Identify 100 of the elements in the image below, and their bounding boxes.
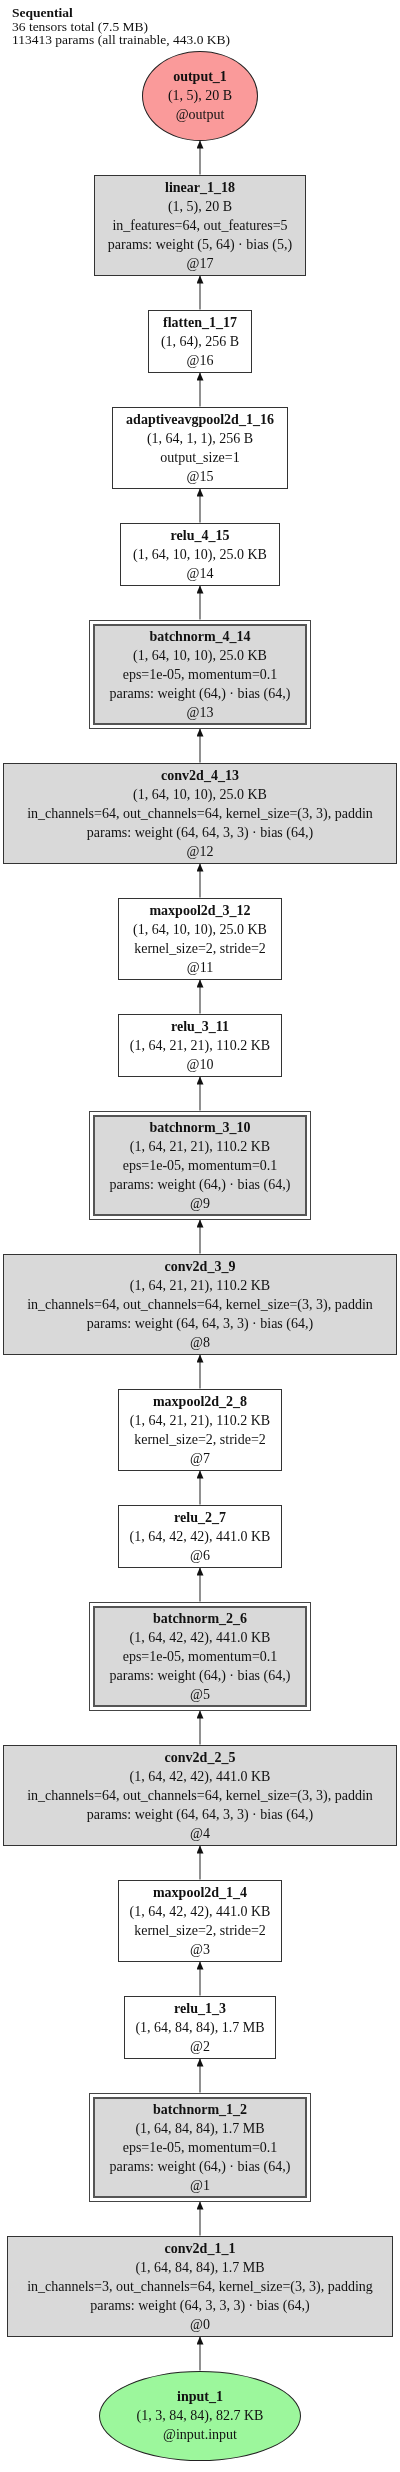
- layer-index: @12: [186, 842, 214, 861]
- layer-config-text: in_channels=64, out_channels=64, kernel_size=(3, 3), paddin: [27, 1295, 373, 1314]
- layer-config-text: output_size=1: [160, 448, 240, 467]
- layer-name: adaptiveavgpool2d_1_16: [126, 410, 274, 429]
- double-bordered-box: [89, 1110, 311, 1220]
- layer-name: maxpool2d_1_4: [152, 1883, 248, 1902]
- layer-name: relu_4_15: [170, 526, 230, 545]
- tensor-size-label: (1, 64, 10, 10), 25.0 KB: [133, 646, 267, 665]
- tensor-size-label: (1, 64, 21, 21), 110.2 KB: [129, 1036, 271, 1055]
- double-bordered-box: [89, 2092, 311, 2202]
- layer-name: output_1: [173, 68, 227, 86]
- layer-box: [7, 2235, 393, 2337]
- layer-index: @input.input: [163, 2426, 237, 2444]
- tensor-size-label: (1, 64, 42, 42), 441.0 KB: [129, 1902, 271, 1921]
- layer-name: conv2d_3_9: [164, 1257, 236, 1276]
- tensor-size-label: (1, 64, 42, 42), 441.0 KB: [129, 1767, 271, 1786]
- layer-name: flatten_1_17: [163, 313, 237, 332]
- double-bordered-box: [89, 619, 311, 729]
- layer-config-text: kernel_size=2, stride=2: [134, 1430, 266, 1449]
- arrow: [196, 274, 204, 311]
- layer-name: relu_2_7: [174, 1508, 226, 1527]
- layer-index: @output: [175, 106, 225, 124]
- layer-index: @11: [186, 958, 214, 977]
- params-text: params: weight (64, 64, 3, 3) · bias (64,): [86, 1314, 314, 1333]
- layer-box: [3, 1744, 397, 1846]
- summary-text: 113413 params (all trainable, 443.0 KB): [12, 33, 231, 47]
- layer-name: batchnorm_4_14: [149, 627, 251, 646]
- tensor-size-label: (1, 64, 84, 84), 1.7 MB: [135, 2018, 265, 2037]
- double-bordered-box: [89, 1601, 311, 1711]
- layer-config-text: kernel_size=2, stride=2: [134, 1921, 266, 1940]
- layer-config-text: eps=1e-05, momentum=0.1: [122, 1156, 278, 1175]
- arrow: [196, 1960, 204, 1997]
- layer-box: [3, 1253, 397, 1355]
- tensor-size-label: (1, 64, 42, 42), 441.0 KB: [129, 1628, 271, 1647]
- tensor-size-label: (1, 5), 20 B: [167, 197, 233, 216]
- layer-index: @2: [190, 2037, 210, 2056]
- layer-index: @4: [190, 1824, 210, 1843]
- layer-index: @9: [190, 1194, 210, 1213]
- layer-config-text: in_features=64, out_features=5: [112, 216, 288, 235]
- layer-index: @0: [190, 2315, 210, 2334]
- tensor-size-label: (1, 64, 10, 10), 25.0 KB: [133, 920, 267, 939]
- layer-config-text: in_channels=64, out_channels=64, kernel_size=(3, 3), paddin: [27, 804, 373, 823]
- layer-index: @3: [190, 1940, 210, 1959]
- layer-name: conv2d_2_5: [164, 1748, 236, 1767]
- layer-box: [94, 174, 306, 276]
- layer-index: @13: [186, 703, 214, 722]
- arrow: [196, 2335, 204, 2372]
- arrow: [196, 2200, 204, 2237]
- layer-index: @5: [190, 1685, 210, 1704]
- layer-config-text: eps=1e-05, momentum=0.1: [122, 1647, 278, 1666]
- layer-name: maxpool2d_2_8: [152, 1392, 248, 1411]
- arrow: [196, 1709, 204, 1746]
- tensor-size-label: (1, 64, 84, 84), 1.7 MB: [135, 2119, 265, 2138]
- tensor-size-label: (1, 64, 21, 21), 110.2 KB: [129, 1411, 271, 1430]
- arrow: [196, 487, 204, 524]
- layer-index: @16: [186, 351, 214, 370]
- arrow: [196, 862, 204, 899]
- layer-name: maxpool2d_3_12: [149, 901, 251, 920]
- tensor-size-label: (1, 3, 84, 84), 82.7 KB: [136, 2407, 264, 2425]
- arrow: [196, 1844, 204, 1881]
- arrow: [196, 584, 204, 621]
- diagram-title: Sequential: [12, 6, 73, 20]
- arrow: [196, 978, 204, 1015]
- params-text: params: weight (64, 3, 3, 3) · bias (64,): [90, 2296, 310, 2315]
- layer-config-text: kernel_size=2, stride=2: [134, 939, 266, 958]
- layer-box: [118, 1504, 282, 1568]
- params-text: params: weight (64,) · bias (64,): [109, 684, 291, 703]
- layer-index: @8: [190, 1333, 210, 1352]
- arrow: [196, 371, 204, 408]
- tensor-size-label: (1, 64, 42, 42), 441.0 KB: [129, 1527, 271, 1546]
- layer-name: batchnorm_2_6: [152, 1609, 248, 1628]
- layer-name: batchnorm_3_10: [149, 1118, 251, 1137]
- tensor-size-label: (1, 64), 256 B: [160, 332, 240, 351]
- layer-name: batchnorm_1_2: [152, 2100, 248, 2119]
- layer-index: @7: [190, 1449, 210, 1468]
- arrow: [196, 2057, 204, 2094]
- tensor-size-label: (1, 64, 10, 10), 25.0 KB: [133, 785, 267, 804]
- layer-index: @17: [186, 254, 214, 273]
- tensor-size-label: (1, 64, 84, 84), 1.7 MB: [135, 2258, 265, 2277]
- layer-config-text: eps=1e-05, momentum=0.1: [122, 665, 278, 684]
- arrow: [196, 1075, 204, 1112]
- tensor-size-label: (1, 64, 1, 1), 256 B: [146, 429, 254, 448]
- layer-box: [112, 406, 288, 489]
- layer-box: [148, 309, 252, 373]
- tensor-size-label: (1, 64, 21, 21), 110.2 KB: [129, 1276, 271, 1295]
- arrow: [196, 727, 204, 764]
- layer-index: @15: [186, 467, 214, 486]
- layer-box: [118, 897, 282, 980]
- layer-box: [118, 1388, 282, 1471]
- layer-name: relu_1_3: [174, 1999, 226, 2018]
- params-text: params: weight (5, 64) · bias (5,): [107, 235, 293, 254]
- layer-config-text: in_channels=64, out_channels=64, kernel_size=(3, 3), paddin: [27, 1786, 373, 1805]
- layer-box: [124, 1995, 276, 2059]
- layer-box: [118, 1013, 282, 1077]
- params-text: params: weight (64, 64, 3, 3) · bias (64,): [86, 1805, 314, 1824]
- layer-config-text: eps=1e-05, momentum=0.1: [122, 2138, 278, 2157]
- layer-index: @1: [190, 2176, 210, 2195]
- layer-config-text: in_channels=3, out_channels=64, kernel_size=(3, 3), padding: [27, 2277, 373, 2296]
- layer-name: conv2d_4_13: [161, 766, 239, 785]
- layer-name: conv2d_1_1: [164, 2239, 236, 2258]
